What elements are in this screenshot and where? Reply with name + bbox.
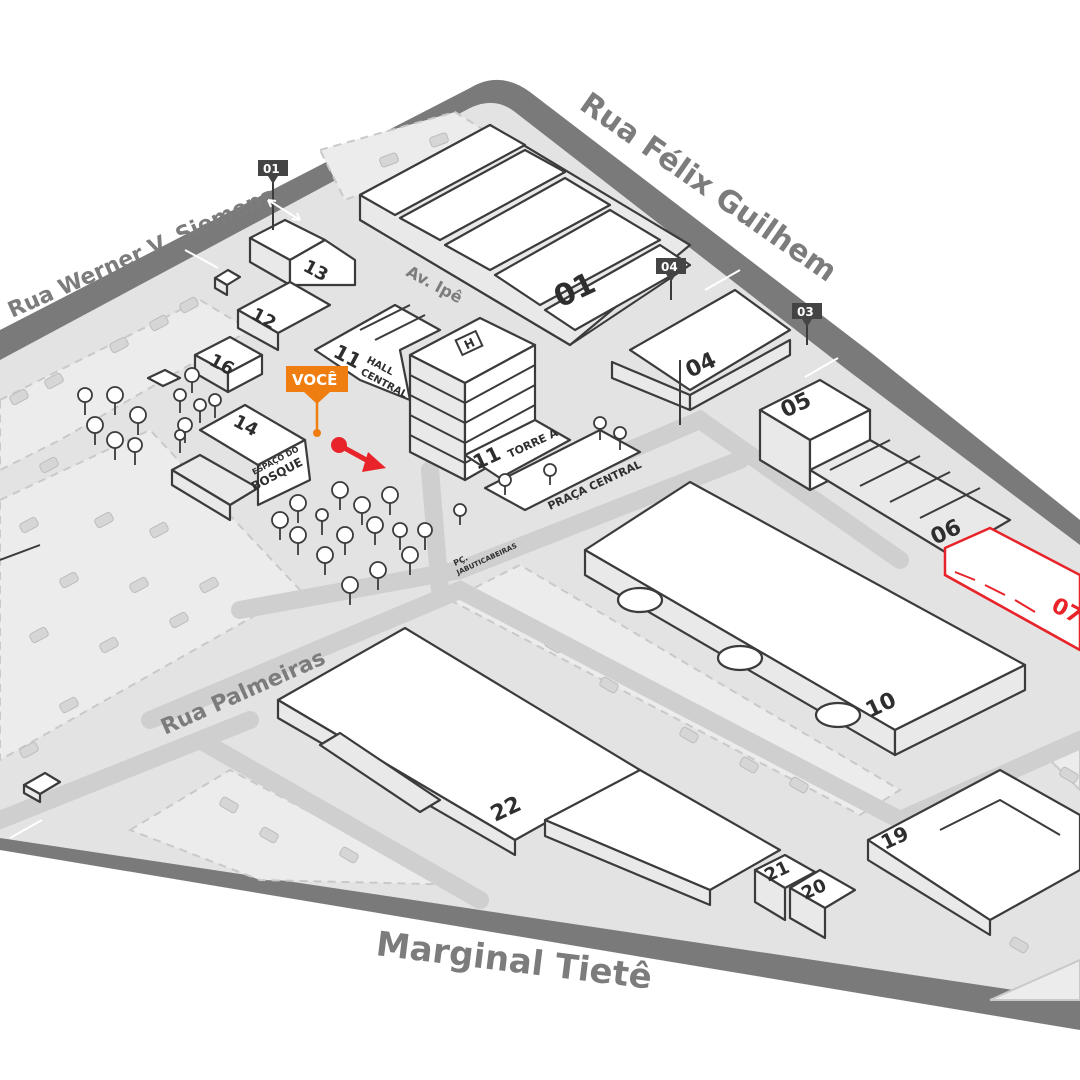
gate-03-label: 03 <box>797 305 814 319</box>
small-structures <box>22 268 242 804</box>
trees-praca <box>453 416 627 525</box>
direction-arrow <box>331 437 386 472</box>
building-19[interactable]: 19 <box>866 768 1080 937</box>
helipad <box>454 329 484 357</box>
entry-arrows <box>9 199 839 839</box>
trees-bosque <box>77 367 433 605</box>
building-05[interactable]: 05 <box>758 378 872 492</box>
you-are-here-marker: VOCÊ <box>286 366 348 437</box>
parked-cars <box>9 132 1079 954</box>
you-are-here-label: VOCÊ <box>292 370 337 389</box>
building-04[interactable]: 04 <box>610 288 792 425</box>
building-11-torre-a[interactable]: H 11 TORRE A <box>408 316 572 482</box>
building-22[interactable]: 22 <box>276 626 782 907</box>
building-07-highlighted[interactable]: 07 <box>943 526 1080 652</box>
building-14-espaco-do-bosque[interactable]: 14 ESPAÇO DO BOSQUE <box>170 403 312 522</box>
building-16[interactable]: 16 <box>193 335 264 394</box>
gate-04-label: 04 <box>661 260 678 274</box>
gate-04[interactable]: 04 <box>656 258 686 300</box>
building-10[interactable]: 10 <box>583 480 1027 757</box>
building-01[interactable]: 01 <box>358 123 692 347</box>
building-20[interactable]: 20 <box>788 868 857 940</box>
gate-03[interactable]: 03 <box>792 303 822 345</box>
building-12[interactable]: 12 <box>236 280 332 352</box>
gate-01-label: 01 <box>263 162 280 176</box>
